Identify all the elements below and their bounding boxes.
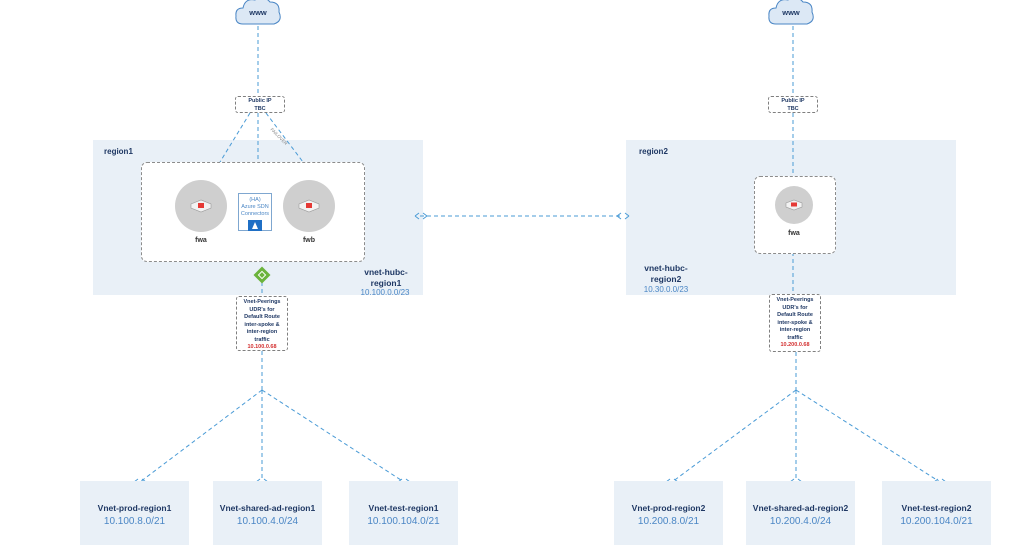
firewall-fwb-label: fwb (302, 237, 316, 244)
firewall-fwa-region1[interactable] (175, 180, 227, 232)
peering-note-region2: Vnet-Peerings UDR's for Default Route in… (769, 294, 821, 352)
firewall-fwa-label-region2: fwa (788, 230, 800, 237)
firewall-fwa-label: fwa (195, 237, 207, 244)
peering-ip-region2: 10.200.0.68 (780, 342, 810, 348)
public-ip-box-region1: Public IP TBC (235, 96, 285, 113)
peering-ip-region1: 10.100.0.68 (247, 344, 277, 350)
sdn-line2: Azure SDN (241, 204, 269, 210)
spoke-vnet-test-region2[interactable]: Vnet-test-region2 10.200.104.0/21 (882, 481, 991, 545)
public-ip-value: TBC (787, 105, 799, 112)
hub-name-region2: vnet-hubc- region2 (644, 263, 688, 284)
spoke-vnet-prod-region2[interactable]: Vnet-prod-region2 10.200.8.0/21 (614, 481, 723, 545)
azure-icon (248, 220, 262, 231)
hub-cidr-region2: 10.30.0.0/23 (643, 285, 689, 294)
link-fan-prod-region1 (139, 389, 263, 483)
cloud-icon (768, 0, 814, 25)
internet-label: www (782, 8, 800, 17)
link-publicip-fwa-region1 (219, 112, 251, 163)
firewall-fwa-region2[interactable] (775, 186, 813, 224)
sdn-line3: Connectors (240, 211, 270, 217)
cloud-icon (235, 0, 281, 25)
link-publicip-fwb-region1 (265, 112, 304, 163)
public-ip-label: Public IP (781, 98, 805, 104)
region1-label: region1 (104, 147, 133, 156)
firewall-appliance-icon (298, 199, 320, 213)
public-ip-box-region2: Public IP TBC (768, 96, 818, 113)
hub-cidr-region1: 10.100.0.0/23 (360, 288, 410, 297)
link-fan-test-region2 (795, 389, 941, 483)
internet-label: www (249, 8, 267, 17)
link-fan-test-region1 (261, 389, 405, 483)
peering-marker-hub2 (616, 212, 630, 220)
internet-cloud-region2: www (766, 0, 816, 28)
internet-cloud-region1: www (233, 0, 283, 28)
region2-label: region2 (639, 147, 668, 156)
public-ip-value: TBC (254, 105, 266, 112)
firewall-appliance-icon (190, 199, 212, 213)
hub-name-region1: vnet-hubc- region1 (364, 267, 408, 288)
link-fan-prod-region2 (671, 389, 797, 483)
spoke-vnet-prod-region1[interactable]: Vnet-prod-region1 10.100.8.0/21 (80, 481, 189, 545)
spoke-vnet-shared-ad-region2[interactable]: Vnet-shared-ad-region2 10.200.4.0/24 (746, 481, 855, 545)
sdn-line1: (HA) (249, 197, 261, 203)
spoke-vnet-test-region1[interactable]: Vnet-test-region1 10.100.104.0/21 (349, 481, 458, 545)
peering-marker-hub1 (414, 212, 428, 220)
sdn-connector-box: (HA) Azure SDN Connectors (238, 193, 272, 231)
firewall-appliance-icon (785, 199, 803, 211)
spoke-vnet-shared-ad-region1[interactable]: Vnet-shared-ad-region1 10.100.4.0/24 (213, 481, 322, 545)
peering-note-region1: Vnet-Peerings UDR's for Default Route in… (236, 296, 288, 351)
firewall-fwb-region1[interactable] (283, 180, 335, 232)
public-ip-label: Public IP (248, 98, 272, 104)
